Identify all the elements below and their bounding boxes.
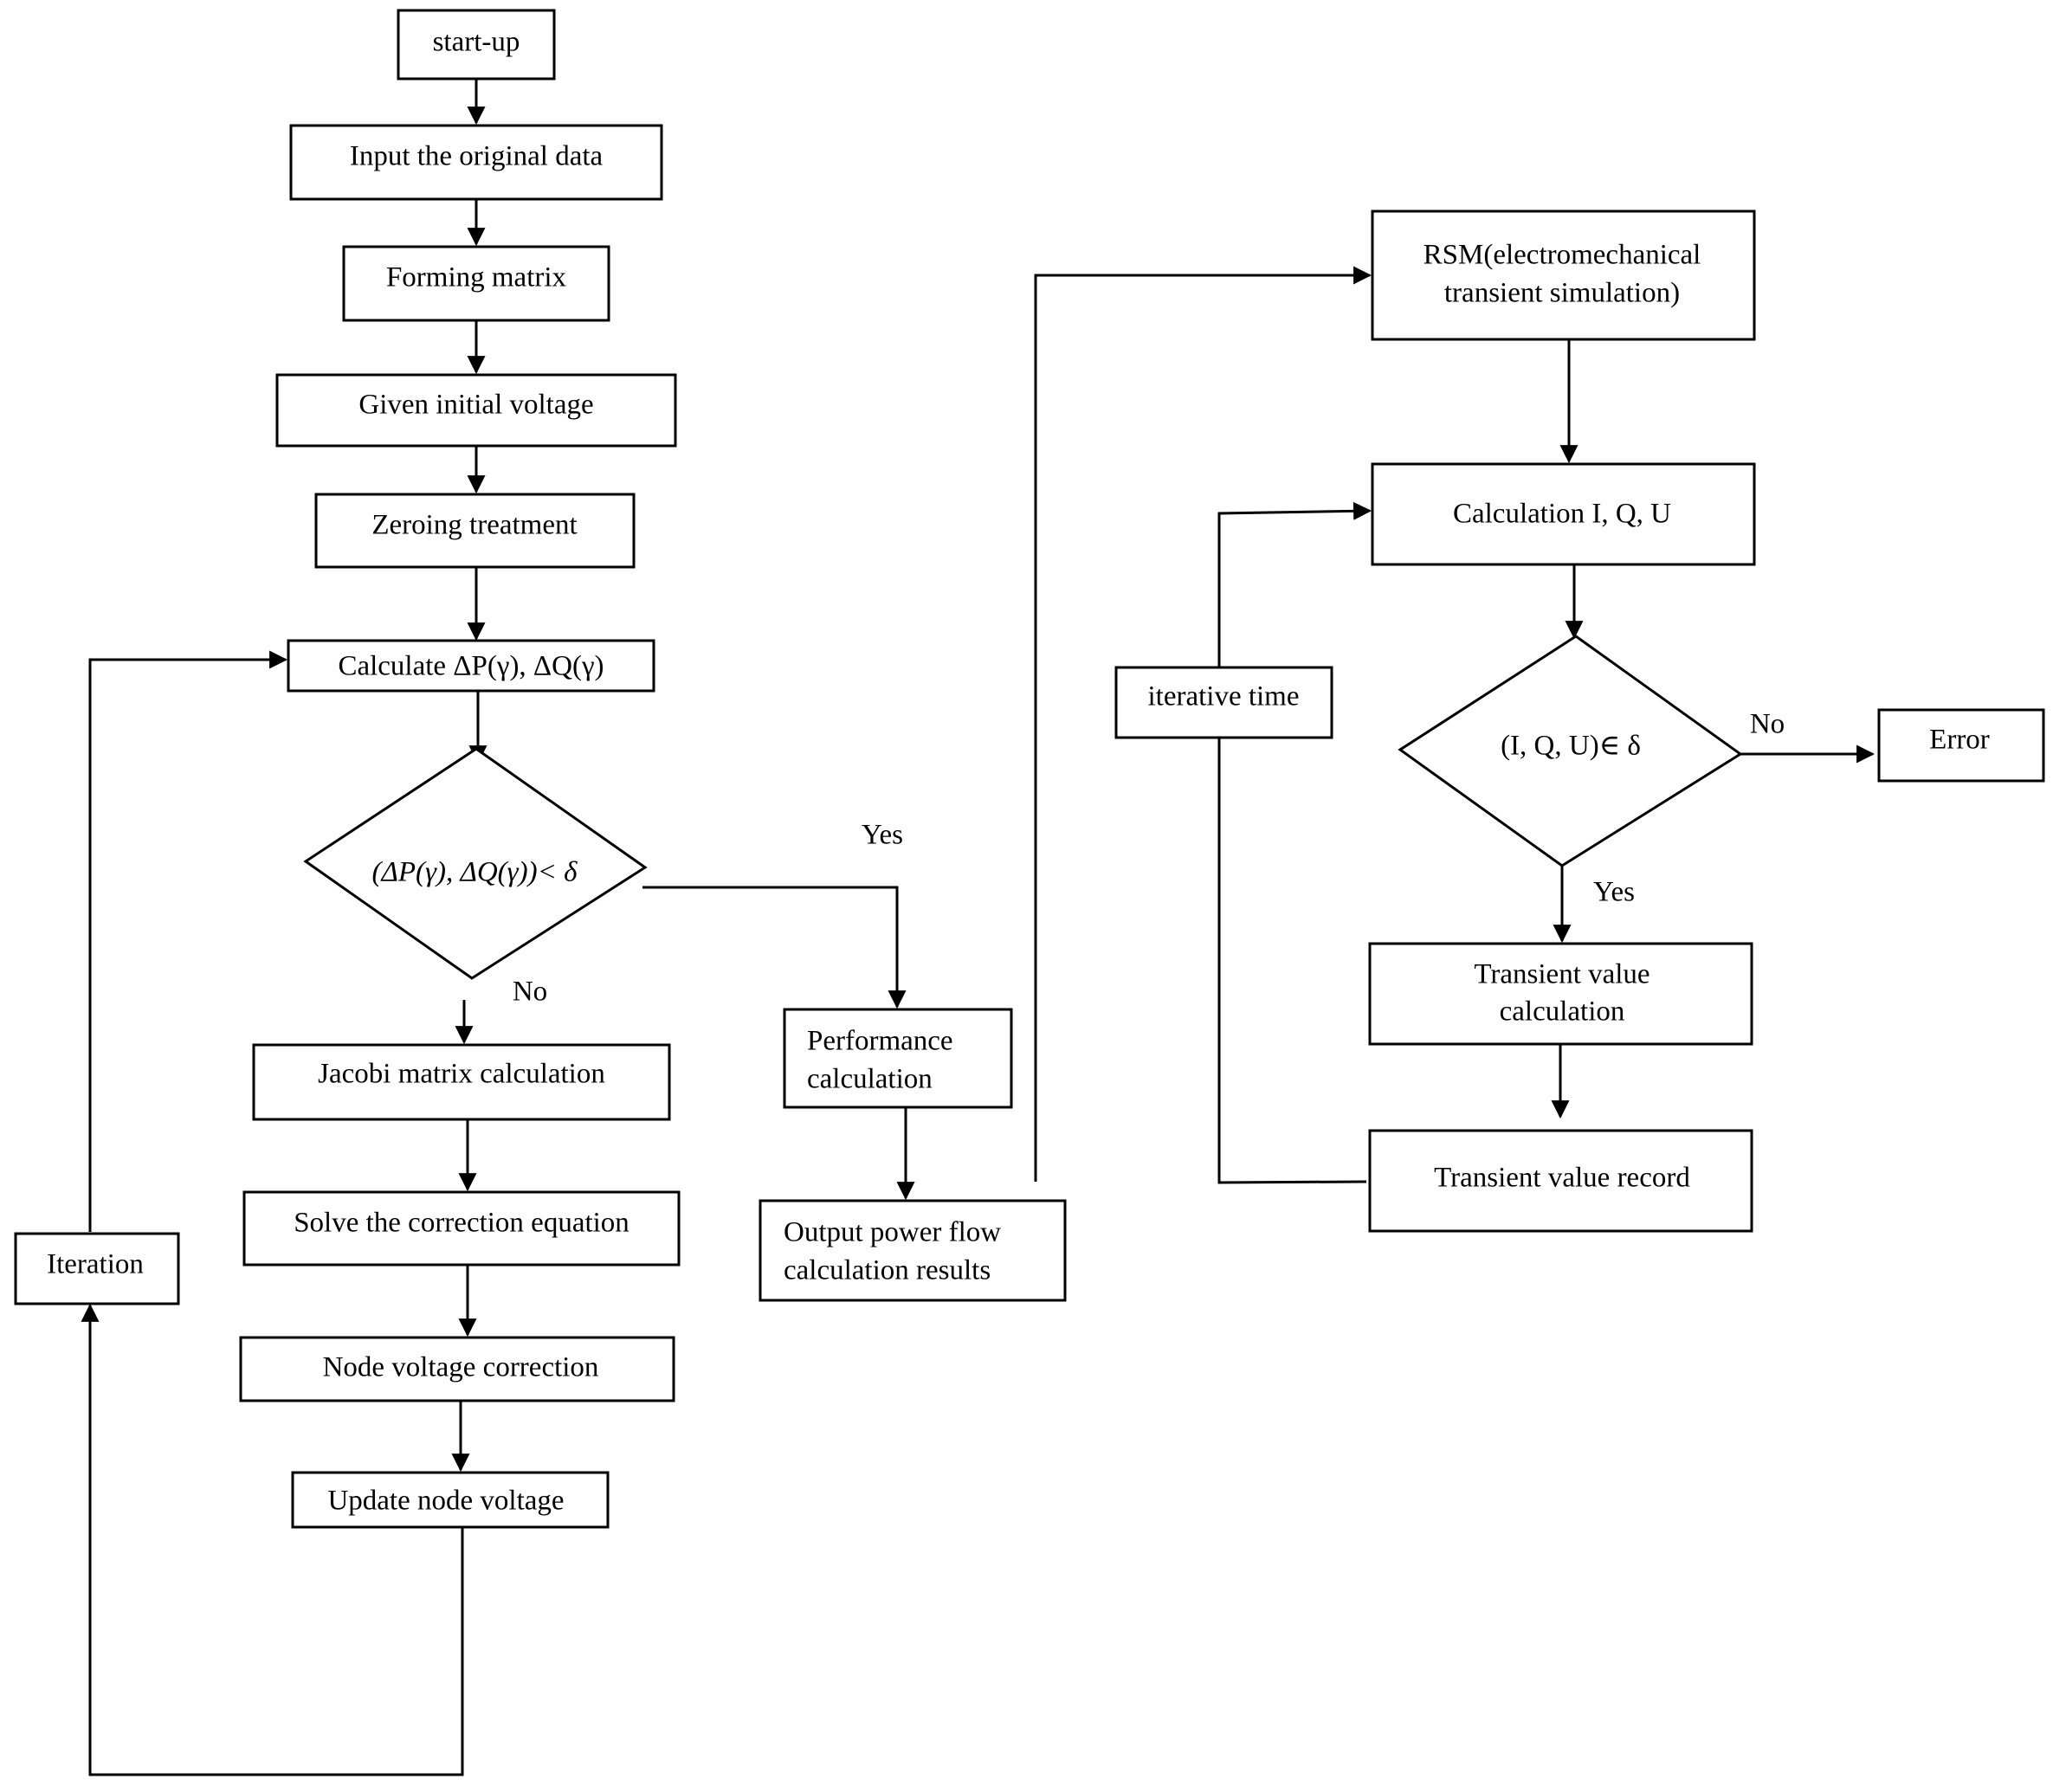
start-label: start-up	[433, 27, 520, 58]
node-voltage-correction: Node voltage correction	[239, 1336, 675, 1402]
node-jacobi-matrix: Jacobi matrix calculation	[252, 1043, 671, 1121]
decision-within-delta: (I, Q, U)∈ δ	[1398, 635, 1743, 867]
node-correction-label: Node voltage correction	[323, 1352, 599, 1383]
node-transient-value-record: Transient value record	[1368, 1129, 1753, 1233]
output-label-line2: calculation results	[784, 1255, 991, 1286]
node-performance-calculation: Performance calculation	[783, 1008, 1013, 1109]
edge-output-to-rsm	[1034, 266, 1372, 1182]
node-iterative-time: iterative time	[1114, 666, 1333, 739]
edge-update-to-bottom-loop	[81, 1303, 464, 1776]
left-yes-label: Yes	[862, 820, 903, 851]
calc-iqu-label: Calculation I, Q, U	[1453, 499, 1671, 530]
edge-record-to-iterative-time	[1217, 738, 1367, 1184]
solve-label: Solve the correction equation	[294, 1208, 629, 1239]
iterative-time-label: iterative time	[1147, 681, 1299, 712]
rsm-label-line2: transient simulation)	[1444, 278, 1680, 309]
connectors	[81, 79, 1875, 1776]
output-label-line1: Output power flow	[784, 1217, 1001, 1248]
node-start: start-up	[397, 9, 556, 81]
error-label: Error	[1929, 725, 1990, 756]
input-label: Input the original data	[350, 141, 604, 172]
node-input-original-data: Input the original data	[289, 124, 663, 201]
node-forming-matrix: Forming matrix	[342, 245, 610, 322]
transient-calc-label-line1: Transient value	[1474, 959, 1650, 990]
performance-label-line1: Performance	[807, 1026, 953, 1057]
node-output-power-flow: Output power flow calculation results	[759, 1199, 1067, 1302]
rsm-label-line1: RSM(electromechanical	[1424, 240, 1701, 271]
node-calculate-delta: Calculate ΔP(γ), ΔQ(γ)	[287, 639, 655, 693]
calc-delta-label: Calculate ΔP(γ), ΔQ(γ)	[338, 651, 604, 682]
given-voltage-label: Given initial voltage	[358, 390, 593, 421]
forming-label: Forming matrix	[386, 262, 567, 293]
zeroing-label: Zeroing treatment	[371, 510, 577, 541]
decision-power-mismatch: (ΔP(γ), ΔQ(γ))< δ	[303, 747, 648, 980]
node-solve-correction-equation: Solve the correction equation	[242, 1190, 681, 1267]
jacobi-label: Jacobi matrix calculation	[318, 1059, 605, 1090]
node-transient-value-calculation: Transient value calculation	[1368, 942, 1753, 1046]
edge-iteration-to-calc	[88, 650, 288, 1232]
performance-label-line2: calculation	[807, 1064, 933, 1095]
transient-record-label: Transient value record	[1434, 1163, 1690, 1194]
condition-right-label: (I, Q, U)∈ δ	[1501, 731, 1641, 762]
left-no-label: No	[513, 977, 547, 1008]
node-update-voltage: Update node voltage	[291, 1471, 610, 1529]
right-yes-label: Yes	[1593, 877, 1635, 908]
node-given-initial-voltage: Given initial voltage	[275, 373, 677, 448]
node-zeroing-treatment: Zeroing treatment	[314, 493, 636, 569]
node-rsm-simulation: RSM(electromechanical transient simulati…	[1371, 209, 1756, 341]
node-calculation-iqu: Calculation I, Q, U	[1371, 462, 1756, 566]
node-iteration: Iteration	[14, 1232, 180, 1305]
iteration-label: Iteration	[47, 1249, 144, 1280]
update-label: Update node voltage	[327, 1486, 564, 1517]
edge-condition-yes-to-performance	[642, 886, 907, 1009]
node-error: Error	[1877, 708, 2045, 783]
condition-left-label: (ΔP(γ), ΔQ(γ))< δ	[371, 857, 578, 888]
edge-labels: Yes No Yes No	[513, 709, 1785, 1008]
right-no-label: No	[1750, 709, 1785, 740]
transient-calc-label-line2: calculation	[1500, 996, 1625, 1028]
edge-iterative-time-to-calc-iqu	[1217, 501, 1372, 667]
